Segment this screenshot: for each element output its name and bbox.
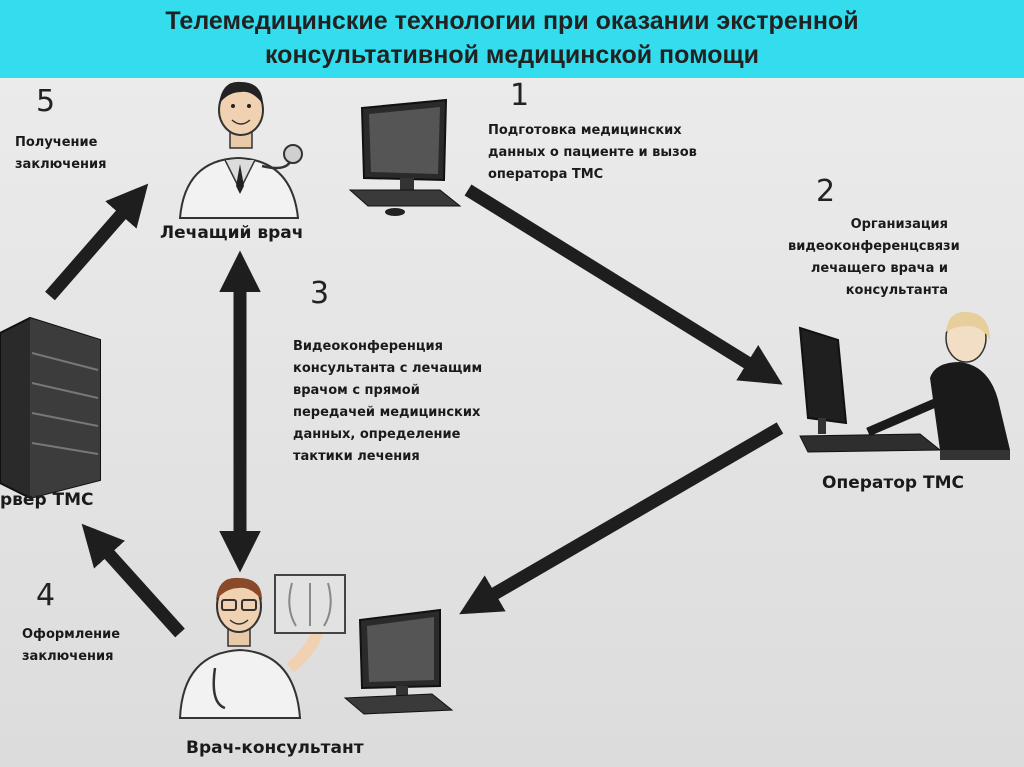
arrow-5-server-to-doctor [45,183,149,301]
step-3-text: Видеоконференция консультанта с лечащим … [293,339,483,464]
arrow-1-doctor-to-operator [464,184,783,385]
doctor-figure-icon [178,81,303,219]
role-consultant: Врач-консультант [186,738,364,758]
step-2-number: 2 [816,174,836,209]
consultant-figure-icon [178,577,341,719]
role-operator: Оператор ТМС [822,473,964,493]
step-5-text: Получение заключения [15,135,107,172]
header-banner: Телемедицинские технологии при оказании … [0,0,1024,78]
step-2-text: Организация видеоконференцсвязи лечащего… [788,217,960,298]
server-tower-icon [0,316,101,500]
step-1-number: 1 [510,78,530,113]
consultant-computer-icon [343,608,454,715]
step-4-text: Оформление заключения [22,627,121,664]
role-attending-doctor: Лечащий врач [160,223,304,243]
arrow-2-operator-to-consultant [459,422,784,615]
title-line-1: Телемедицинские технологии при оказании … [165,7,859,35]
x-ray-board-icon [274,574,346,634]
diagram-graphics [0,81,1010,719]
operator-woman-icon [798,311,1010,460]
role-server: рвер ТМС [0,490,94,510]
step-5-number: 5 [36,84,56,119]
title-line-2: консультативной медицинской помощи [265,41,759,69]
arrow-4-consultant-to-server [81,523,185,638]
computer-monitor-icon [348,98,462,216]
diagram-canvas: 5 Получение заключения 1 Подготовка меди… [0,78,1024,767]
step-3-number: 3 [310,276,330,311]
step-4-number: 4 [36,578,56,613]
step-1-text: Подготовка медицинских данных о пациенте… [488,123,697,182]
